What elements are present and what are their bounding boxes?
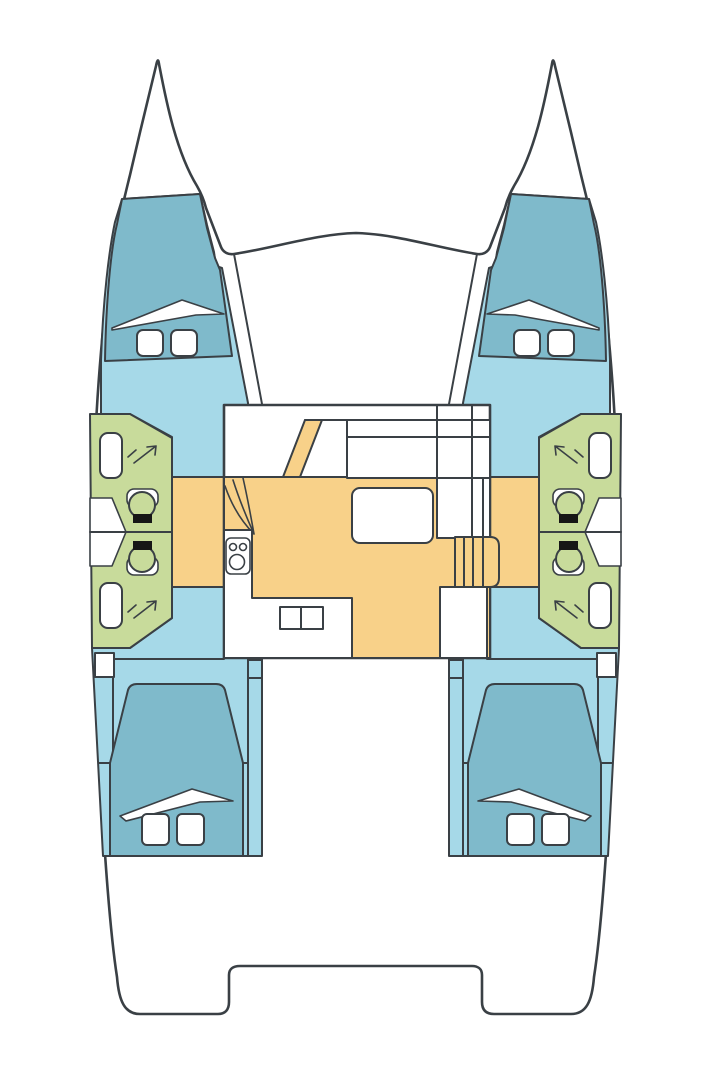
port-aft-cabin-walls <box>98 658 249 857</box>
sink-icon <box>99 432 123 479</box>
toilet-seat-icon <box>133 514 152 523</box>
shower-arrow-icon <box>554 445 584 464</box>
port-forward-cabin <box>100 193 263 478</box>
port-berth-sheet <box>111 299 225 331</box>
starboard-side-locker <box>596 652 617 678</box>
starboard-inner-deck-rim-line <box>448 253 478 405</box>
port-side-locker <box>94 652 115 678</box>
starboard-heads <box>538 413 622 649</box>
sink-icon <box>99 582 123 629</box>
deck-hatch-icon <box>513 329 541 357</box>
pillow-icon <box>176 813 205 846</box>
starboard-berth-sheet <box>486 299 600 331</box>
deck-hatch-icon <box>170 329 198 357</box>
starboard-companionway-step <box>448 659 464 679</box>
port-heads <box>89 413 173 649</box>
starboard-aft-cabin-walls <box>462 658 613 857</box>
deck-hatch-icon <box>547 329 575 357</box>
starboard-aft-cabin <box>448 586 620 857</box>
toilet-seat-icon <box>559 541 578 550</box>
pillow-icon <box>506 813 535 846</box>
shower-arrow-icon <box>554 600 584 619</box>
shower-arrow-icon <box>127 445 157 464</box>
port-companionway-step <box>247 659 263 679</box>
starboard-v-berth <box>478 193 607 362</box>
starboard-forward-cabin <box>448 193 611 478</box>
stove-burner-icon <box>238 542 248 552</box>
sofa-return-line <box>471 477 484 539</box>
pillow-icon <box>541 813 570 846</box>
port-inner-deck-rim-line <box>233 253 263 405</box>
salon <box>222 403 500 660</box>
chart-table-block <box>439 586 488 659</box>
toilet-seat-icon <box>559 514 578 523</box>
port-hull-passage <box>171 476 227 588</box>
stove-burner-icon <box>228 553 246 571</box>
stove-icon <box>225 537 251 575</box>
salon-sofa <box>346 419 491 479</box>
port-v-berth <box>104 193 233 362</box>
shower-arrow-icon <box>127 600 157 619</box>
salon-table <box>351 487 434 544</box>
deck-hatch-icon <box>136 329 164 357</box>
starboard-steps-treads <box>463 536 484 588</box>
sink-icon <box>588 582 612 629</box>
starboard-steps <box>454 536 500 588</box>
pillow-icon <box>141 813 170 846</box>
toilet-seat-icon <box>133 541 152 550</box>
sink-icon <box>588 432 612 479</box>
stove-burner-icon <box>228 542 238 552</box>
